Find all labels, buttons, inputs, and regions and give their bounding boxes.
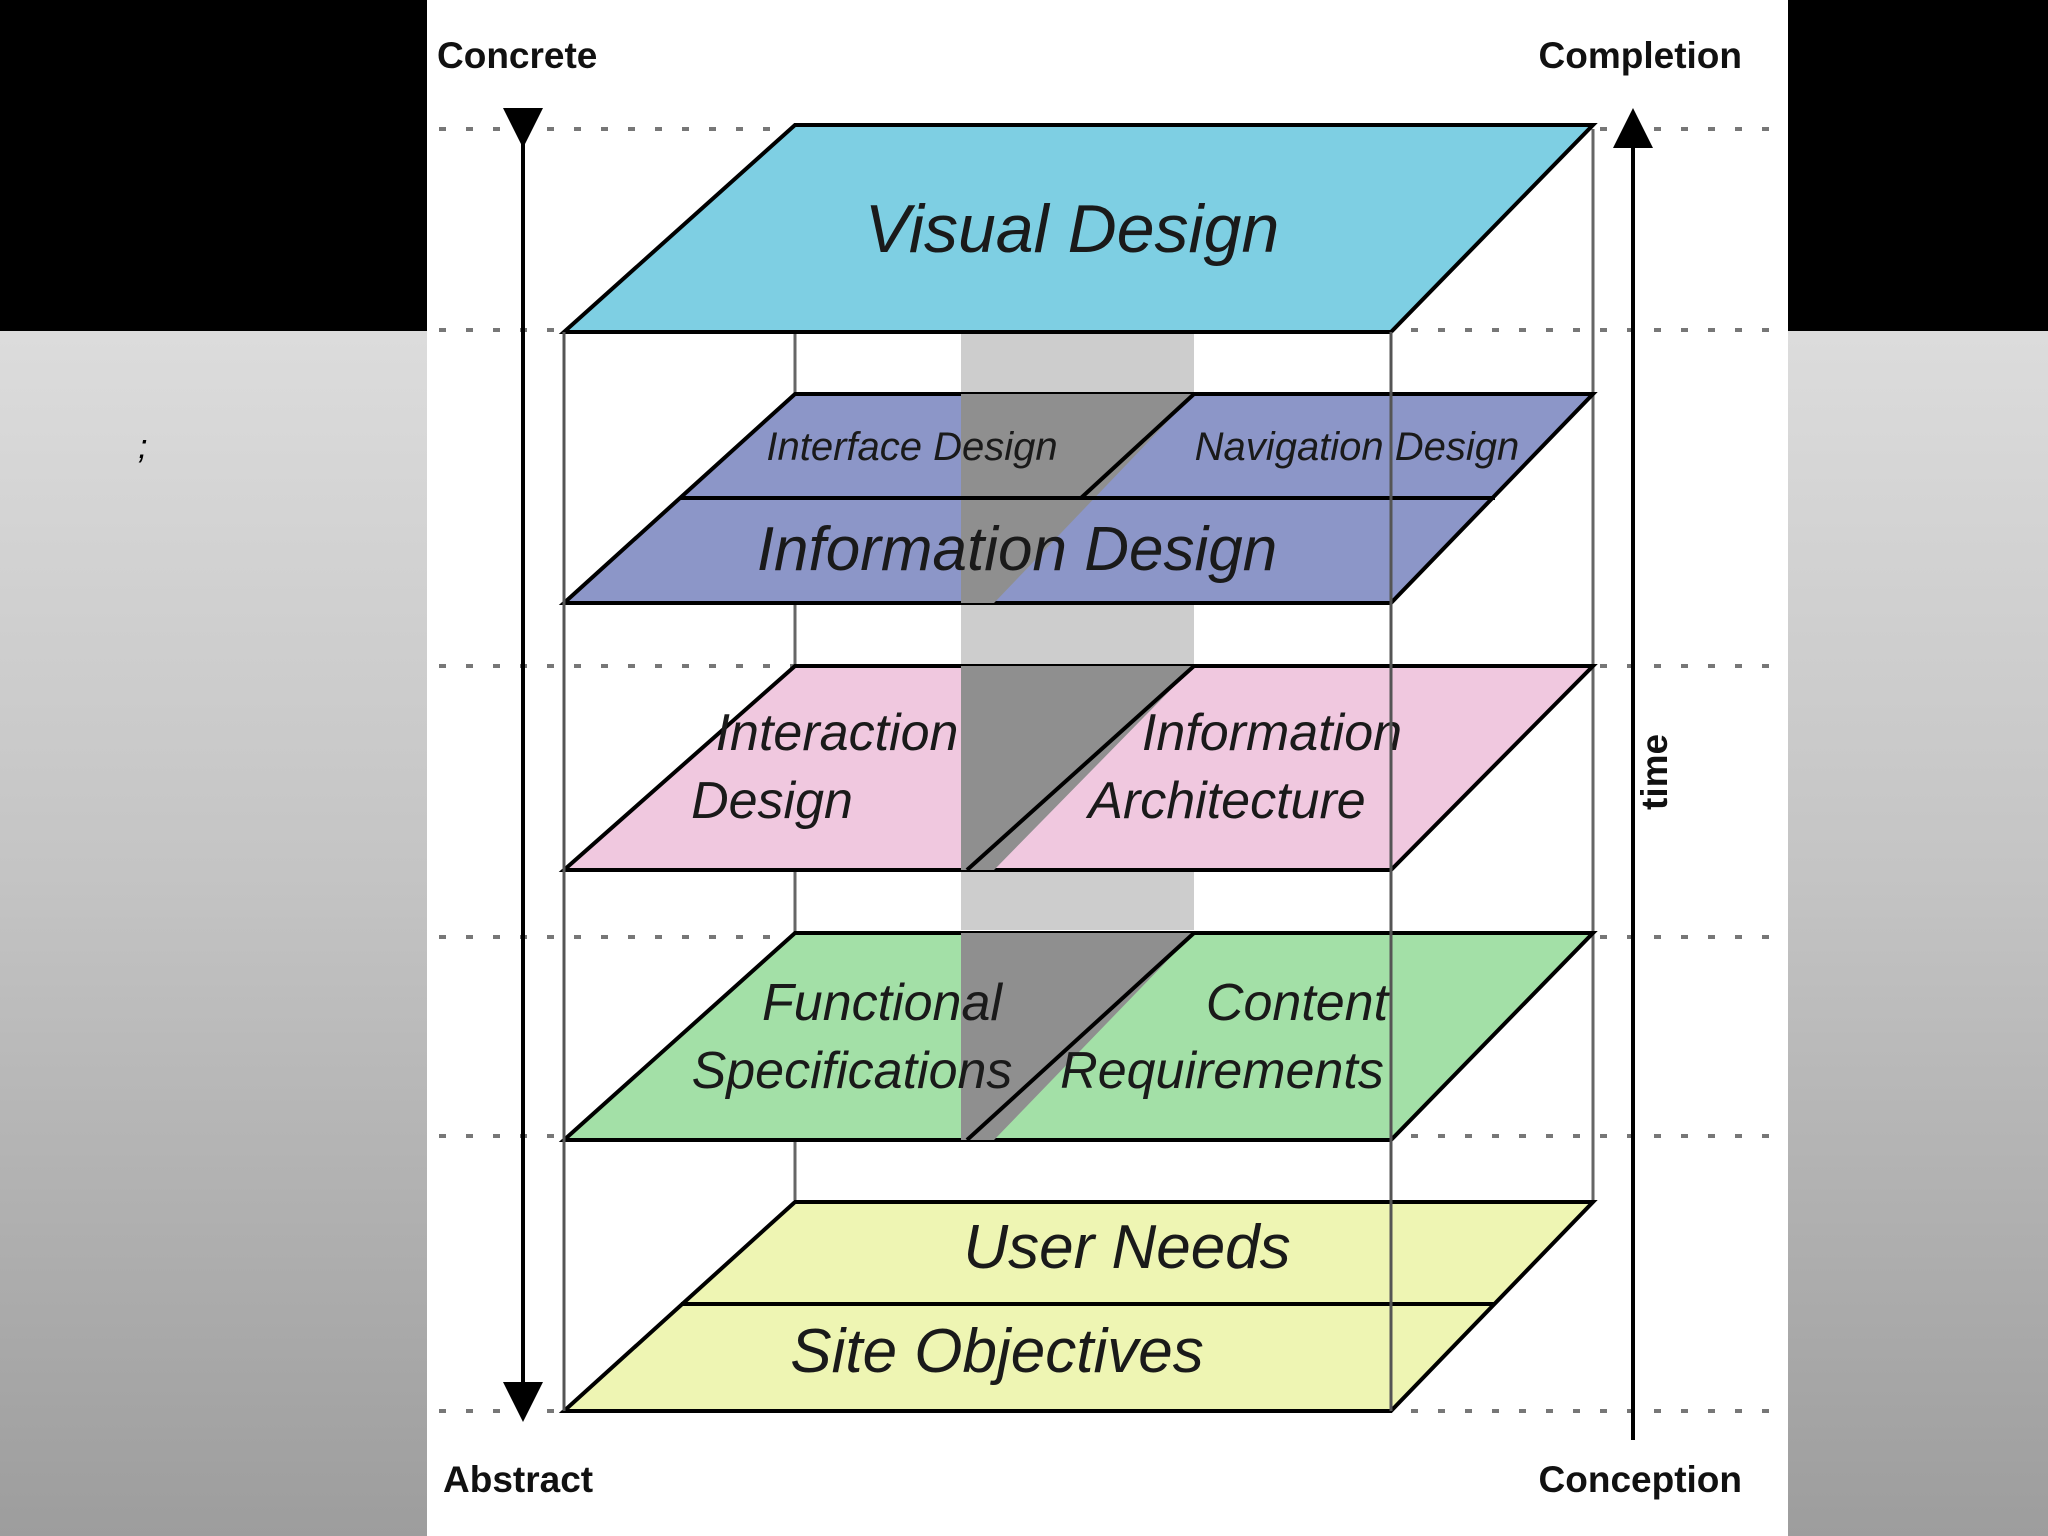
content-line1: Content xyxy=(1206,974,1391,1032)
skeleton-vertical-divider xyxy=(1079,392,1196,500)
completion-label: Completion xyxy=(1539,35,1742,76)
interaction-line2: Design xyxy=(691,772,853,830)
information-design-label: Information Design xyxy=(757,515,1277,584)
time-axis-label: time xyxy=(1634,734,1675,810)
navigation-design-label: Navigation Design xyxy=(1195,425,1520,469)
site-objectives-label: Site Objectives xyxy=(790,1317,1204,1386)
structure-divider xyxy=(965,664,1196,872)
box-front-edges xyxy=(562,332,1393,1411)
content-line2: Requirements xyxy=(1060,1042,1384,1100)
stray-semicolon: ; xyxy=(138,428,148,466)
concrete-label: Concrete xyxy=(437,35,597,76)
functional-line1: Functional xyxy=(762,974,1003,1032)
user-needs-label: User Needs xyxy=(963,1213,1290,1282)
elements-of-user-experience-diagram: User Needs Site Objectives Functional Sp… xyxy=(427,0,1788,1536)
functional-line2: Specifications xyxy=(692,1042,1013,1100)
information-architecture-line2: Architecture xyxy=(1085,772,1365,830)
visual-design-label: Visual Design xyxy=(865,191,1280,267)
abstract-label: Abstract xyxy=(443,1459,593,1500)
interface-design-label: Interface Design xyxy=(766,425,1057,469)
interaction-line1: Interaction xyxy=(716,704,959,762)
scope-divider xyxy=(965,931,1196,1142)
information-architecture-line1: Information xyxy=(1142,704,1402,762)
conception-label: Conception xyxy=(1539,1459,1742,1500)
